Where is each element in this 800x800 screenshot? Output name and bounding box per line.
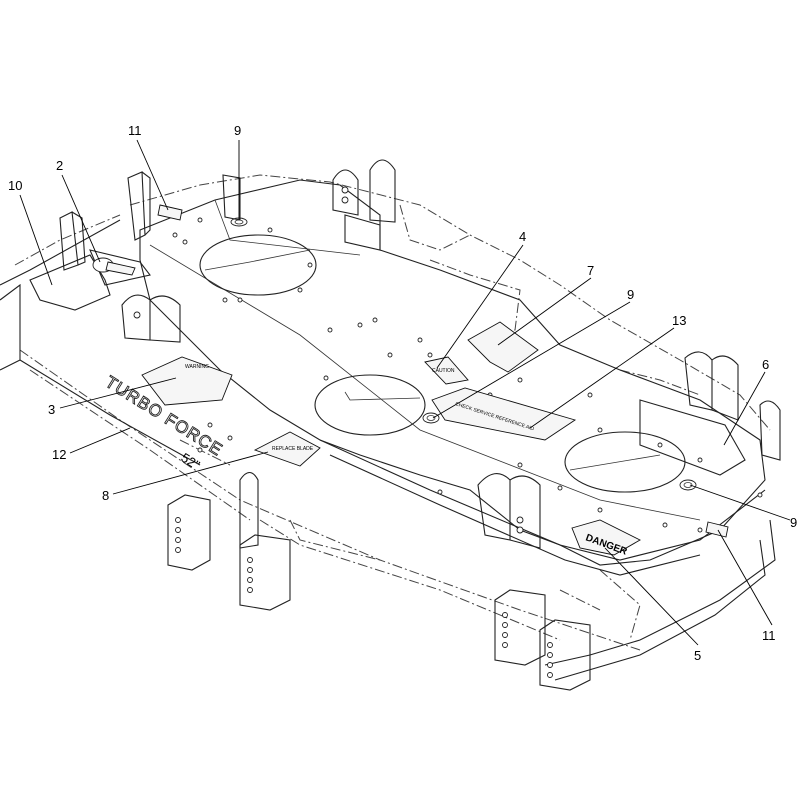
spindle-caps bbox=[230, 217, 697, 491]
decal-11-front bbox=[705, 521, 729, 538]
decal-12-size: 52" bbox=[178, 450, 202, 473]
callout-2: 2 bbox=[56, 158, 63, 173]
brackets bbox=[29, 159, 781, 549]
leader-lines bbox=[19, 139, 791, 646]
decal-8 bbox=[253, 431, 321, 467]
blade-opening-right bbox=[564, 431, 686, 493]
blade-opening-center bbox=[314, 374, 426, 436]
decal-13 bbox=[431, 387, 577, 441]
callout-9-center: 9 bbox=[627, 287, 634, 302]
callout-12: 12 bbox=[52, 447, 66, 462]
decal-11-rear bbox=[157, 204, 183, 221]
spindle-cap-center bbox=[422, 412, 440, 424]
decal-4 bbox=[424, 356, 469, 385]
callout-11-front: 11 bbox=[762, 628, 776, 643]
deck-phantom-outline bbox=[14, 174, 771, 651]
decal-3 bbox=[141, 356, 233, 406]
decal-7 bbox=[467, 321, 539, 373]
callout-4: 4 bbox=[519, 229, 526, 244]
decal-4-text: CAUTION bbox=[432, 368, 455, 374]
callout-13: 13 bbox=[672, 313, 686, 328]
callout-10: 10 bbox=[8, 178, 22, 193]
spindle-cap-right bbox=[679, 479, 697, 491]
callout-6: 6 bbox=[762, 357, 769, 372]
callout-5: 5 bbox=[694, 648, 701, 663]
decal-5 bbox=[571, 519, 641, 556]
callout-9-rear: 9 bbox=[234, 123, 241, 138]
decal-2 bbox=[105, 261, 136, 276]
height-of-cut-hangers bbox=[167, 471, 591, 691]
callout-3: 3 bbox=[48, 402, 55, 417]
callout-9-right: 9 bbox=[790, 515, 797, 530]
blade-opening-left bbox=[199, 234, 317, 296]
callout-11-rear: 11 bbox=[128, 123, 142, 138]
deck-top-plate bbox=[0, 179, 776, 681]
mounting-holes bbox=[172, 217, 763, 533]
callout-7: 7 bbox=[587, 263, 594, 278]
decal-8-text: REPLACE BLADE bbox=[272, 446, 314, 452]
callout-8: 8 bbox=[102, 488, 109, 503]
decals: WARNING CAUTION CHECK SERVICE REFERENCE … bbox=[101, 204, 729, 558]
callout-labels: 11 9 2 10 4 7 9 13 6 3 12 8 9 5 11 bbox=[8, 123, 797, 663]
decal-3-text: WARNING bbox=[185, 364, 209, 370]
